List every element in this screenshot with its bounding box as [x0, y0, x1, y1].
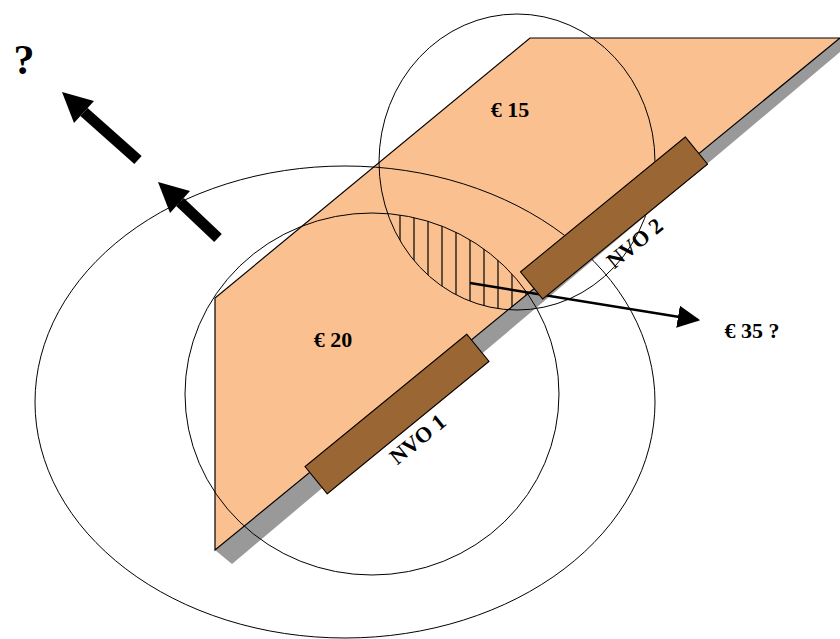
question-mark: ? [14, 37, 35, 83]
price-label: € 20 [314, 328, 353, 352]
leader-arrow [470, 283, 698, 320]
price-label: € 35 ? [725, 319, 780, 343]
direction-arrows [62, 92, 218, 238]
road-shadow [215, 38, 840, 564]
price-label: € 15 [491, 98, 530, 122]
block-label: NVO 1 [385, 409, 452, 470]
zone-circle [185, 213, 559, 575]
